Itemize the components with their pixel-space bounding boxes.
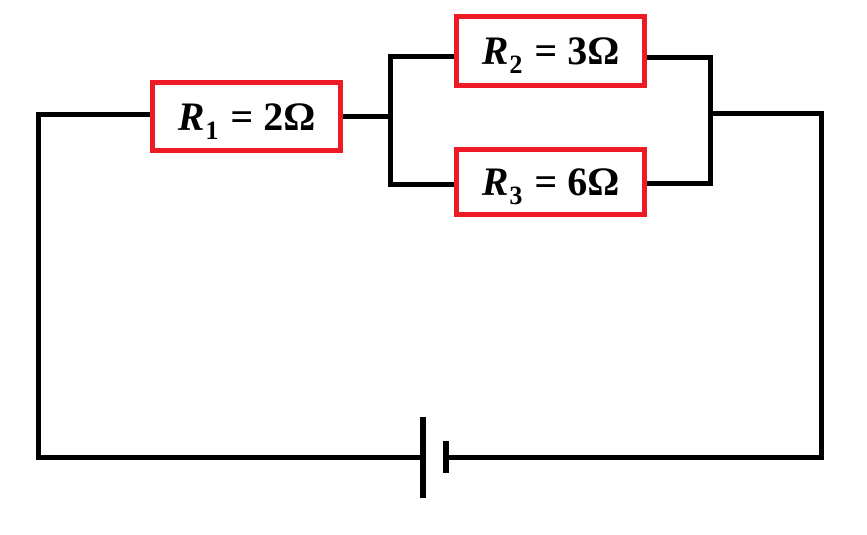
wire-r2-left-lead bbox=[388, 54, 456, 59]
wire-right-vertical bbox=[819, 111, 824, 460]
wire-left-vertical bbox=[36, 112, 41, 460]
r1-value: 2Ω bbox=[263, 93, 316, 139]
wire-branch-left-vertical bbox=[388, 54, 393, 187]
wire-bottom-right-horizontal bbox=[446, 455, 824, 460]
r2-value: 3Ω bbox=[567, 28, 620, 73]
r1-symbol: R bbox=[177, 93, 205, 139]
r2-equals-sign: = bbox=[534, 28, 558, 73]
r1-equals-sign: = bbox=[230, 93, 254, 139]
r3-value: 6Ω bbox=[567, 159, 620, 204]
battery-long-plate-icon bbox=[420, 417, 426, 498]
wire-branch-right-vertical bbox=[708, 55, 713, 186]
r2-subscript: 2 bbox=[509, 50, 523, 79]
wire-bottom-left-horizontal bbox=[36, 455, 421, 460]
wire-r1-right-link bbox=[341, 114, 390, 119]
r2-symbol: R bbox=[481, 28, 509, 73]
r1-subscript: 1 bbox=[205, 115, 219, 145]
wire-r3-right-lead bbox=[645, 181, 713, 186]
wire-r3-left-lead bbox=[388, 182, 456, 187]
wire-r2-right-lead bbox=[645, 55, 713, 60]
r3-symbol: R bbox=[481, 159, 509, 204]
r3-equals-sign: = bbox=[534, 159, 558, 204]
wire-top-left-horizontal bbox=[36, 112, 153, 117]
wire-right-mid-horizontal bbox=[708, 111, 824, 116]
battery-short-plate-icon bbox=[443, 441, 449, 473]
r3-subscript: 3 bbox=[509, 181, 523, 210]
